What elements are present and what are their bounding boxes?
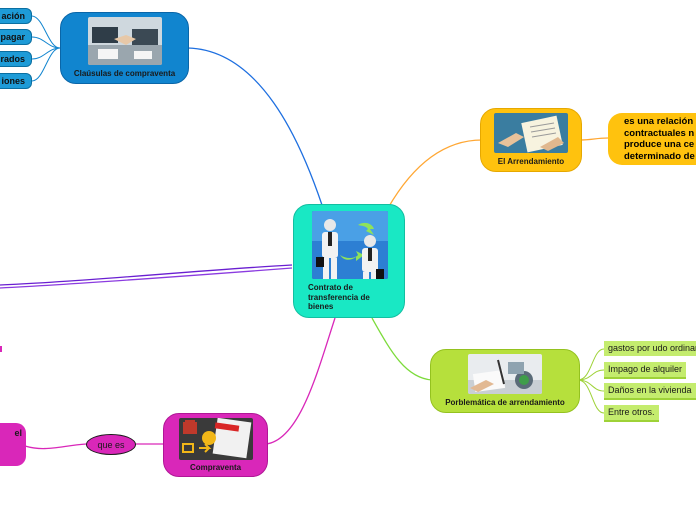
problematica-node[interactable]: Porblemática de arrendamiento: [430, 349, 580, 413]
compraventa-left-node[interactable]: el: [0, 423, 26, 466]
handshake-image: [87, 17, 162, 66]
link-problematica-item3: [577, 379, 605, 392]
link-center-problematica: [371, 317, 433, 381]
link-center-clausulas: [187, 47, 323, 206]
clausulas-item-3[interactable]: rados: [0, 51, 32, 67]
calculator-image: [468, 354, 542, 395]
link-clausulas-item1: [31, 15, 61, 49]
contract-signing-image: [494, 113, 568, 154]
link-center-compraventa: [265, 317, 336, 445]
que-es-connector[interactable]: que es: [86, 434, 136, 455]
problematica-title: Porblemática de arrendamiento: [445, 398, 565, 408]
definition-line-4: determinado de: [624, 150, 695, 162]
definition-line-3: produce una ce: [624, 139, 695, 150]
left-edge-marker: [0, 346, 2, 352]
compraventa-left-text: el: [14, 428, 22, 438]
clausulas-item-1[interactable]: ación: [0, 8, 32, 24]
problematica-item-2[interactable]: Impago de alquiler: [604, 362, 687, 379]
link-problematica-item1: [577, 348, 605, 381]
link-arrendamiento-definition: [579, 137, 609, 141]
link-center-left-2: [0, 267, 293, 289]
arrendamiento-definition[interactable]: es una relación contractuales n produce …: [608, 113, 696, 165]
link-clausulas-item2: [31, 36, 61, 49]
problematica-item-3[interactable]: Daños en la vivienda: [604, 383, 696, 400]
clausulas-item-2[interactable]: pagar: [0, 29, 32, 45]
center-title: Contrato de transferencia de bienes: [308, 283, 370, 311]
link-clausulas-item4: [31, 47, 61, 82]
arrendamiento-title: El Arrendamiento: [497, 157, 565, 167]
compraventa-node[interactable]: Compraventa: [163, 413, 268, 477]
businessmen-image: [312, 211, 388, 280]
link-quees-left: [24, 443, 87, 450]
definition-line-1: es una relación: [624, 116, 694, 127]
arrendamiento-node[interactable]: El Arrendamiento: [480, 108, 582, 172]
problematica-item-4[interactable]: Entre otros.: [604, 405, 659, 422]
definition-line-2: contractuales n: [624, 127, 695, 139]
compraventa-title: Compraventa: [189, 462, 242, 472]
clausulas-node[interactable]: Claúsulas de compraventa: [60, 12, 189, 84]
center-node[interactable]: Contrato de transferencia de bienes: [293, 204, 405, 318]
link-center-left-1: [0, 264, 293, 286]
link-problematica-item4: [577, 379, 605, 414]
que-es-label: que es: [97, 439, 125, 450]
problematica-item-1[interactable]: gastos por udo ordinari: [604, 341, 696, 356]
clausulas-item-4[interactable]: iones: [0, 73, 32, 89]
link-center-arrendamiento: [387, 139, 483, 209]
purchase-contract-image: [178, 417, 253, 460]
clausulas-title: Claúsulas de compraventa: [73, 69, 176, 79]
